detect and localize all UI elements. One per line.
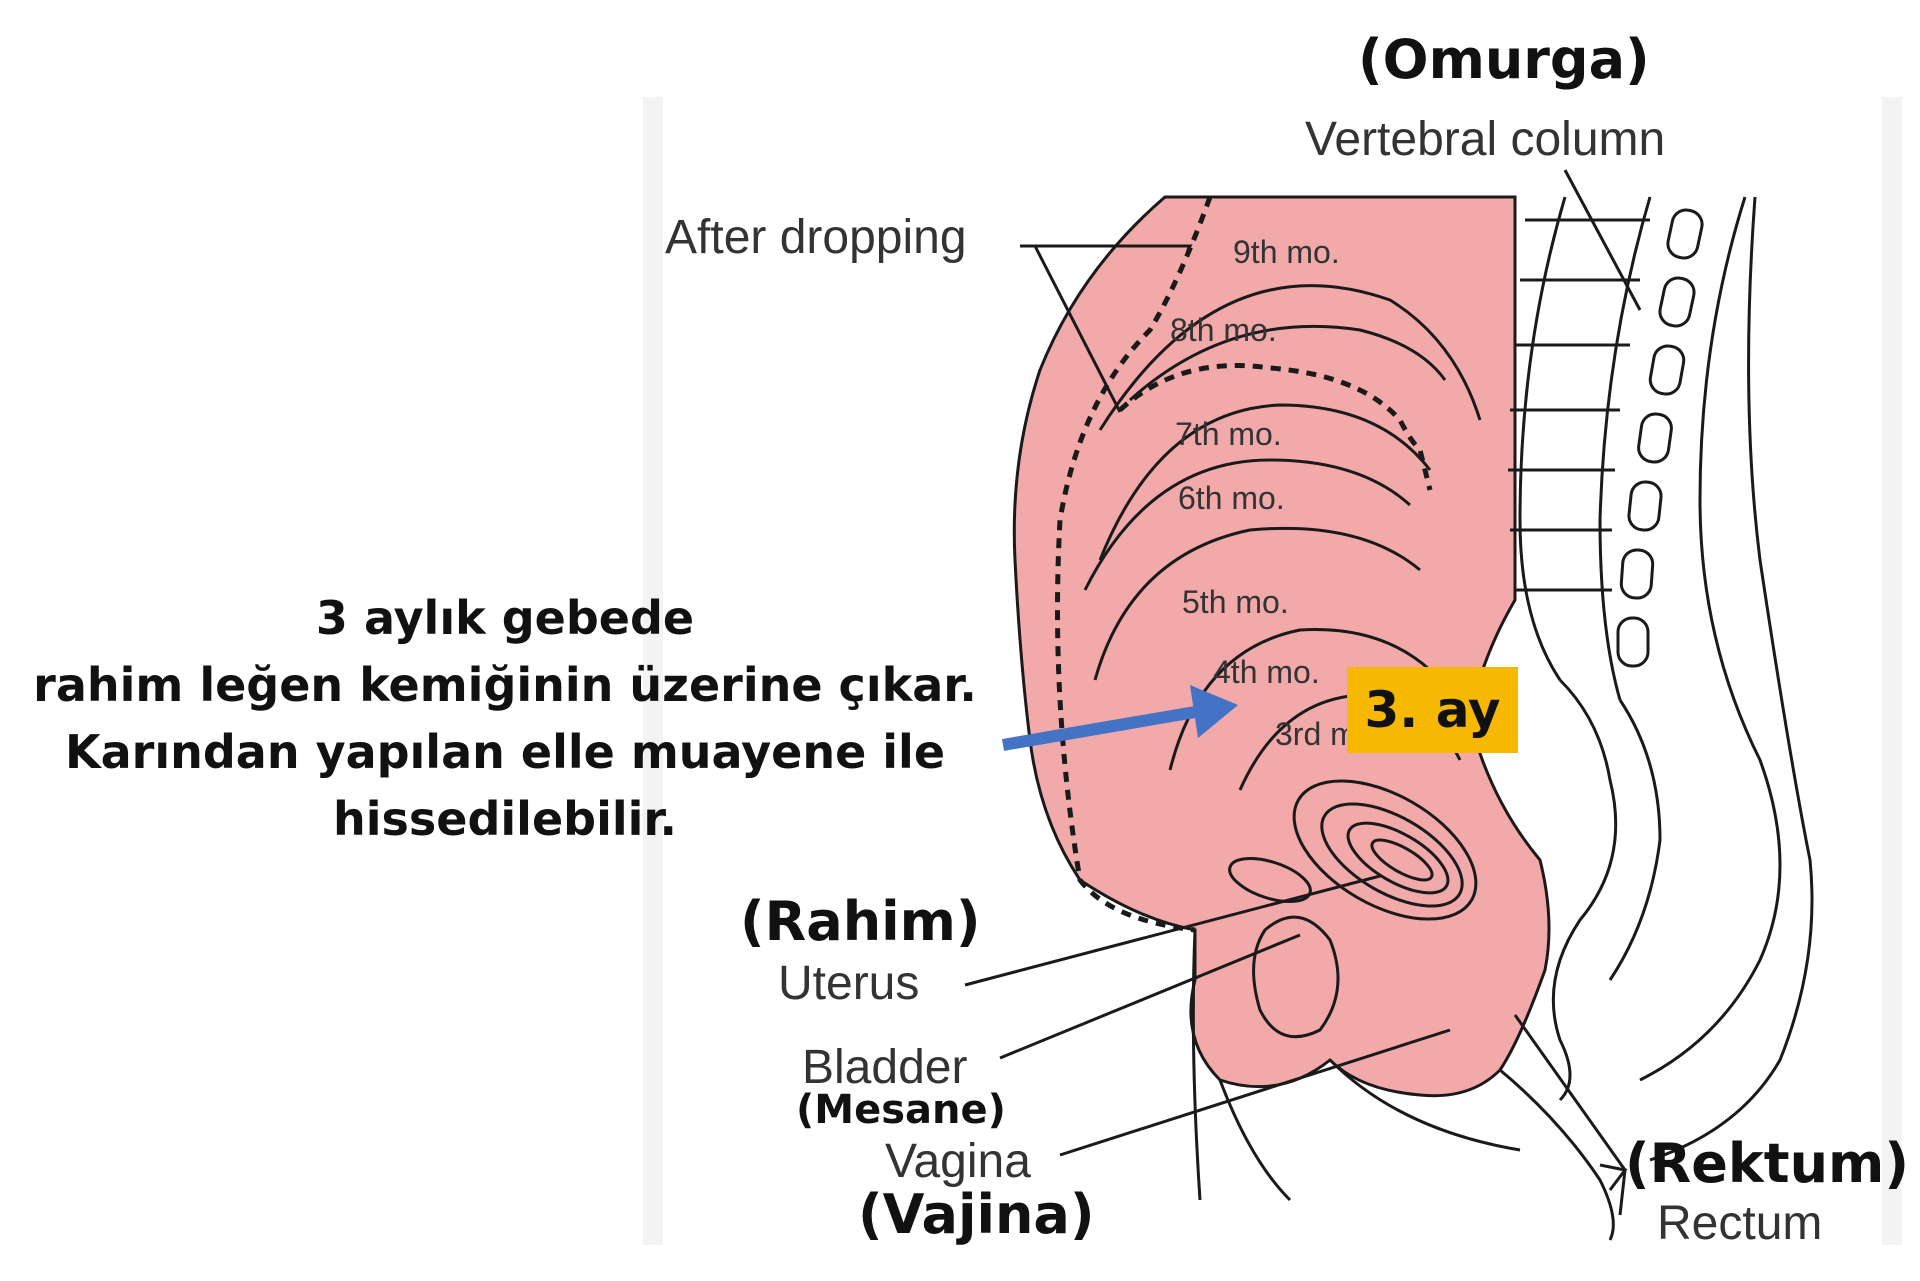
caption-line-3: Karından yapılan elle muayene ile [0, 719, 1010, 786]
spine [1508, 197, 1812, 1160]
bladder-tr-label: (Mesane) [796, 1087, 1006, 1133]
rectum-tr-label: (Rektum) [1625, 1132, 1909, 1195]
month-label-8: 8th mo. [1170, 312, 1277, 349]
month-label-9: 9th mo. [1233, 234, 1340, 271]
frame-right-edge [1882, 97, 1902, 1245]
month-label-3: 3rd mo. [1275, 716, 1347, 753]
rectum-leader [1515, 1015, 1625, 1170]
abdomen-region [1014, 197, 1549, 1096]
uterus-label: Uterus [778, 956, 919, 1011]
vagina-label: Vagina [885, 1134, 1031, 1189]
after-dropping-label: After dropping [665, 210, 967, 265]
month-label-7: 7th mo. [1175, 416, 1282, 453]
uterus-tr-label: (Rahim) [740, 890, 981, 953]
caption-line-2: rahim leğen kemiğinin üzerine çıkar. [0, 652, 1010, 719]
caption-line-1: 3 aylık gebede [0, 585, 1010, 652]
month-label-4: 4th mo. [1213, 654, 1320, 691]
vagina-tr-label: (Vajina) [858, 1183, 1095, 1246]
rectum-label: Rectum [1657, 1196, 1822, 1251]
vertebral-column-tr-label: (Omurga) [1358, 28, 1650, 91]
vertebral-leader [1565, 170, 1640, 310]
caption: 3 aylık gebede rahim leğen kemiğinin üze… [0, 585, 1010, 853]
vertebral-column-label: Vertebral column [1305, 112, 1665, 167]
month-badge: 3. ay [1347, 667, 1518, 753]
month-label-5: 5th mo. [1182, 584, 1289, 621]
month-label-6: 6th mo. [1178, 480, 1285, 517]
caption-line-4: hissedilebilir. [0, 786, 1010, 853]
